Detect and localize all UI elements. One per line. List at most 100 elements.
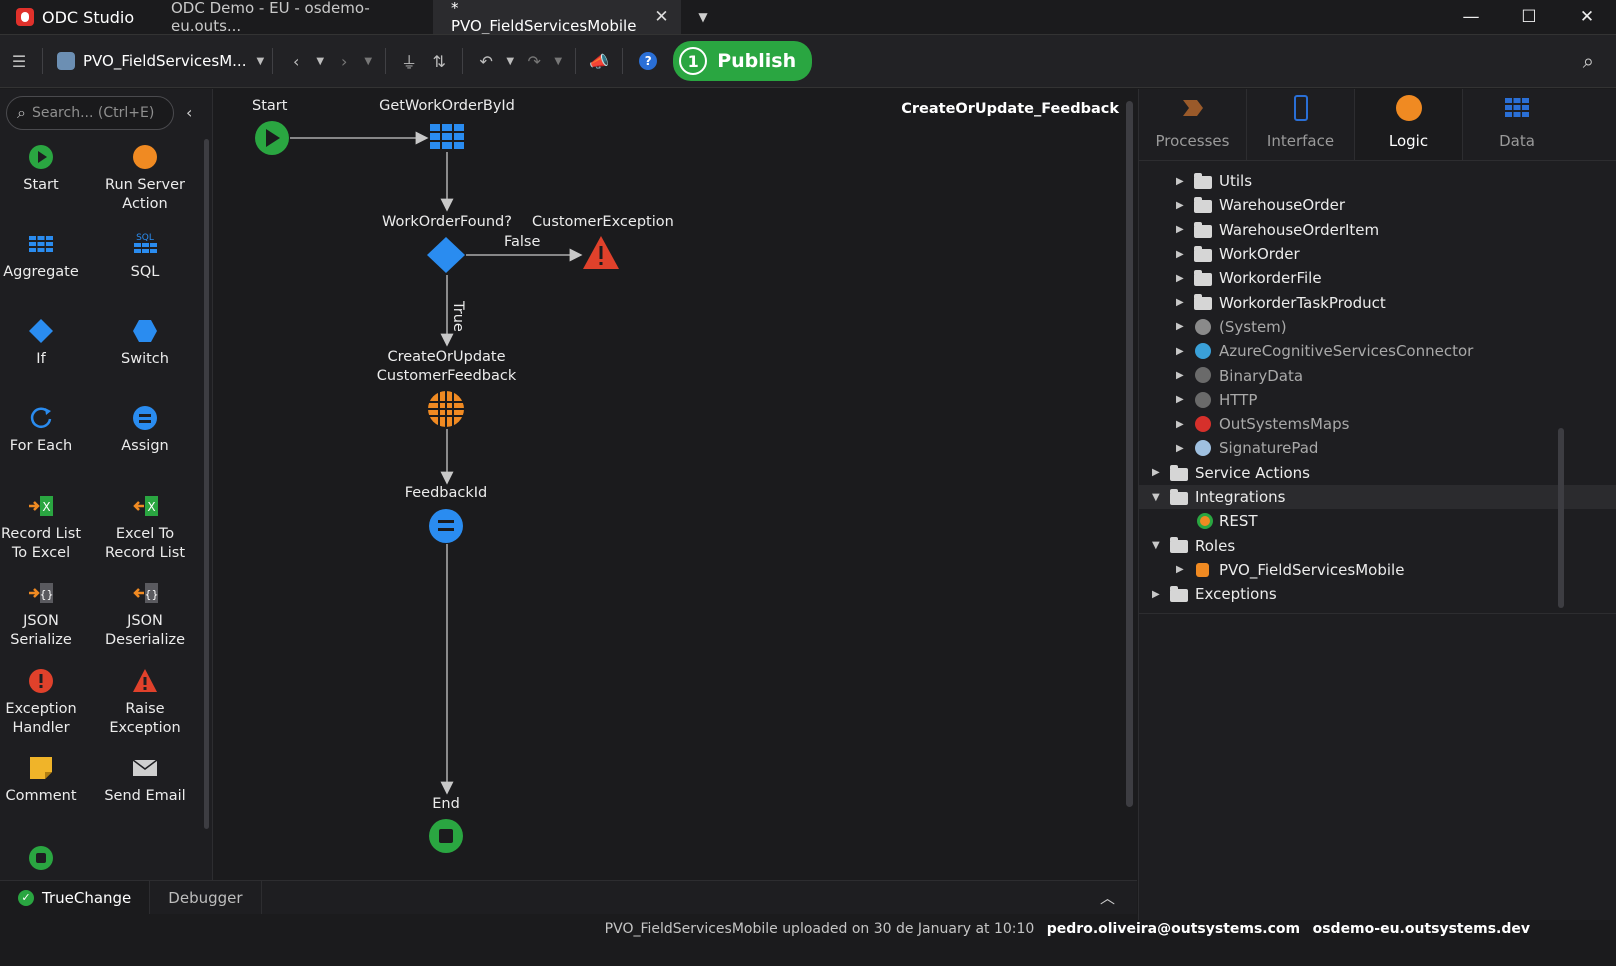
assign-node[interactable] bbox=[429, 509, 463, 543]
chevron-down-icon[interactable]: ▼ bbox=[1152, 491, 1160, 503]
help-icon[interactable]: ? bbox=[639, 52, 658, 70]
chevron-right-icon[interactable]: ▶ bbox=[1176, 297, 1184, 309]
chevron-right-icon[interactable]: ▶ bbox=[1176, 370, 1184, 382]
tab-processes[interactable]: Processes bbox=[1139, 89, 1247, 160]
toolbox-search-input[interactable]: ⌕ Search... (Ctrl+E) bbox=[6, 96, 174, 130]
toolbox-item[interactable]: Exception Handler bbox=[0, 668, 91, 738]
chevron-down-icon[interactable]: ▼ bbox=[316, 55, 325, 67]
chevron-right-icon[interactable]: ▶ bbox=[1152, 467, 1160, 479]
chevron-right-icon[interactable]: ▶ bbox=[1176, 224, 1184, 236]
end-icon[interactable] bbox=[28, 845, 54, 871]
hamburger-menu-icon[interactable]: ☰ bbox=[11, 51, 27, 71]
tab-data[interactable]: Data bbox=[1463, 89, 1571, 160]
forward-icon[interactable]: › bbox=[340, 51, 348, 71]
module-picker[interactable]: PVO_FieldServicesM... ▼ bbox=[57, 52, 264, 70]
toolbox-item[interactable]: {}JSON Deserialize bbox=[95, 580, 195, 650]
chevron-down-icon[interactable]: ▼ bbox=[506, 55, 515, 67]
toolbox-item[interactable]: If bbox=[0, 318, 91, 369]
toolbox-item[interactable]: Start bbox=[0, 144, 91, 195]
tree-item[interactable]: ▶WorkorderFile bbox=[1139, 266, 1616, 290]
tree-item[interactable]: REST bbox=[1139, 509, 1616, 533]
redo-icon[interactable]: ↷ bbox=[527, 51, 541, 71]
tab-module[interactable]: * PVO_FieldServicesMobile ✕ bbox=[433, 0, 681, 35]
toolbox-item[interactable]: Assign bbox=[95, 405, 195, 456]
if-node[interactable] bbox=[427, 237, 465, 273]
tree-item[interactable]: ▶PVO_FieldServicesMobile bbox=[1139, 558, 1616, 582]
chevron-right-icon[interactable]: ▶ bbox=[1176, 442, 1184, 454]
flow-canvas[interactable]: CreateOrUpdate_Feedback bbox=[214, 89, 1137, 880]
tree-item[interactable]: ▶WorkorderTaskProduct bbox=[1139, 290, 1616, 314]
tree-item[interactable]: ▶(System) bbox=[1139, 315, 1616, 339]
chevron-right-icon[interactable]: ▶ bbox=[1176, 564, 1184, 576]
scrollbar[interactable] bbox=[1558, 428, 1564, 608]
undo-icon[interactable]: ↶ bbox=[479, 51, 493, 71]
tree-item[interactable]: ▼Roles bbox=[1139, 533, 1616, 557]
collapse-panel-icon[interactable]: ‹ bbox=[186, 103, 193, 122]
tab-interface[interactable]: Interface bbox=[1247, 89, 1355, 160]
chevron-right-icon[interactable]: ▶ bbox=[1176, 272, 1184, 284]
tab-truechange[interactable]: ✓ TrueChange bbox=[0, 881, 151, 914]
chevron-down-icon[interactable]: ▼ bbox=[364, 55, 373, 67]
toolbox-item[interactable]: For Each bbox=[0, 405, 91, 456]
chevron-right-icon[interactable]: ▶ bbox=[1176, 394, 1184, 406]
chevron-right-icon[interactable]: ▶ bbox=[1176, 199, 1184, 211]
chevron-down-icon[interactable]: ▼ bbox=[554, 55, 563, 67]
chevron-right-icon[interactable]: ▶ bbox=[1176, 175, 1184, 187]
minimize-button[interactable]: — bbox=[1442, 0, 1500, 34]
chevron-right-icon[interactable]: ▶ bbox=[1176, 248, 1184, 260]
aggregate-node[interactable] bbox=[429, 122, 465, 152]
tab-portal[interactable]: ODC Demo - EU - osdemo-eu.outs... bbox=[153, 0, 433, 35]
server-action-node[interactable] bbox=[428, 391, 464, 427]
maximize-button[interactable]: ☐ bbox=[1500, 0, 1558, 34]
scrollbar[interactable] bbox=[1126, 101, 1133, 807]
tree-item[interactable]: ▶Exceptions bbox=[1139, 582, 1616, 606]
toolbox-item[interactable]: Aggregate bbox=[0, 231, 91, 282]
tab-logic[interactable]: Logic bbox=[1355, 89, 1463, 160]
merge-icon[interactable]: ⇅ bbox=[432, 51, 446, 71]
raise-exception-node[interactable] bbox=[583, 236, 619, 269]
chevron-right-icon[interactable]: ▶ bbox=[1152, 588, 1160, 600]
close-window-button[interactable]: ✕ bbox=[1558, 0, 1616, 34]
extension-icon bbox=[1195, 318, 1211, 335]
tree-item[interactable]: ▶AzureCognitiveServicesConnector bbox=[1139, 339, 1616, 363]
chevron-right-icon[interactable]: ▶ bbox=[1176, 418, 1184, 430]
megaphone-icon[interactable]: 📣 bbox=[589, 51, 610, 71]
search-icon[interactable]: ⌕ bbox=[1582, 49, 1594, 73]
chevron-up-icon[interactable]: ︿ bbox=[1099, 889, 1115, 907]
tabs-dropdown-button[interactable]: ▼ bbox=[681, 0, 725, 34]
toolbox-item[interactable]: {}JSON Serialize bbox=[0, 580, 91, 650]
chevron-down-icon[interactable]: ▼ bbox=[1152, 540, 1160, 552]
plug-icon[interactable]: ⏚ bbox=[401, 53, 418, 72]
tree-item[interactable]: ▶OutSystemsMaps bbox=[1139, 412, 1616, 436]
json-serialize-icon: {} bbox=[29, 583, 54, 603]
tab-debugger[interactable]: Debugger bbox=[150, 881, 262, 914]
tree-item[interactable]: ▶BinaryData bbox=[1139, 363, 1616, 387]
toolbox-item[interactable]: Comment bbox=[0, 755, 91, 806]
back-icon[interactable]: ‹ bbox=[292, 51, 300, 71]
tree-item[interactable]: ▶SignaturePad bbox=[1139, 436, 1616, 460]
tree-item[interactable]: ▶HTTP bbox=[1139, 388, 1616, 412]
tree-item[interactable]: ▼Integrations bbox=[1139, 484, 1616, 510]
tree-item[interactable]: ▶Service Actions bbox=[1139, 461, 1616, 485]
chevron-right-icon[interactable]: ▶ bbox=[1176, 321, 1184, 333]
end-node[interactable] bbox=[429, 819, 463, 853]
tree-item[interactable]: ▶ WarehouseOrder bbox=[1139, 193, 1616, 217]
start-node[interactable] bbox=[255, 121, 289, 155]
svg-text:{}: {} bbox=[40, 588, 54, 601]
tree-item-label: WarehouseOrder bbox=[1219, 196, 1345, 215]
tree-item[interactable]: ▶WorkOrder bbox=[1139, 242, 1616, 266]
toolbox-item[interactable]: Raise Exception bbox=[95, 668, 195, 738]
toolbox-item[interactable]: Switch bbox=[95, 318, 195, 369]
close-icon[interactable]: ✕ bbox=[654, 7, 669, 27]
toolbox-item[interactable]: Send Email bbox=[95, 755, 195, 806]
toolbox-item[interactable]: Run Server Action bbox=[95, 144, 195, 214]
app-tab[interactable]: ODC Studio bbox=[0, 0, 153, 34]
tree-item[interactable]: ▶WarehouseOrderItem bbox=[1139, 218, 1616, 242]
chevron-right-icon[interactable]: ▶ bbox=[1176, 345, 1184, 357]
tree-item[interactable]: ▶Utils bbox=[1139, 169, 1616, 193]
publish-button[interactable]: 1 Publish bbox=[673, 41, 813, 81]
scrollbar[interactable] bbox=[204, 139, 209, 829]
